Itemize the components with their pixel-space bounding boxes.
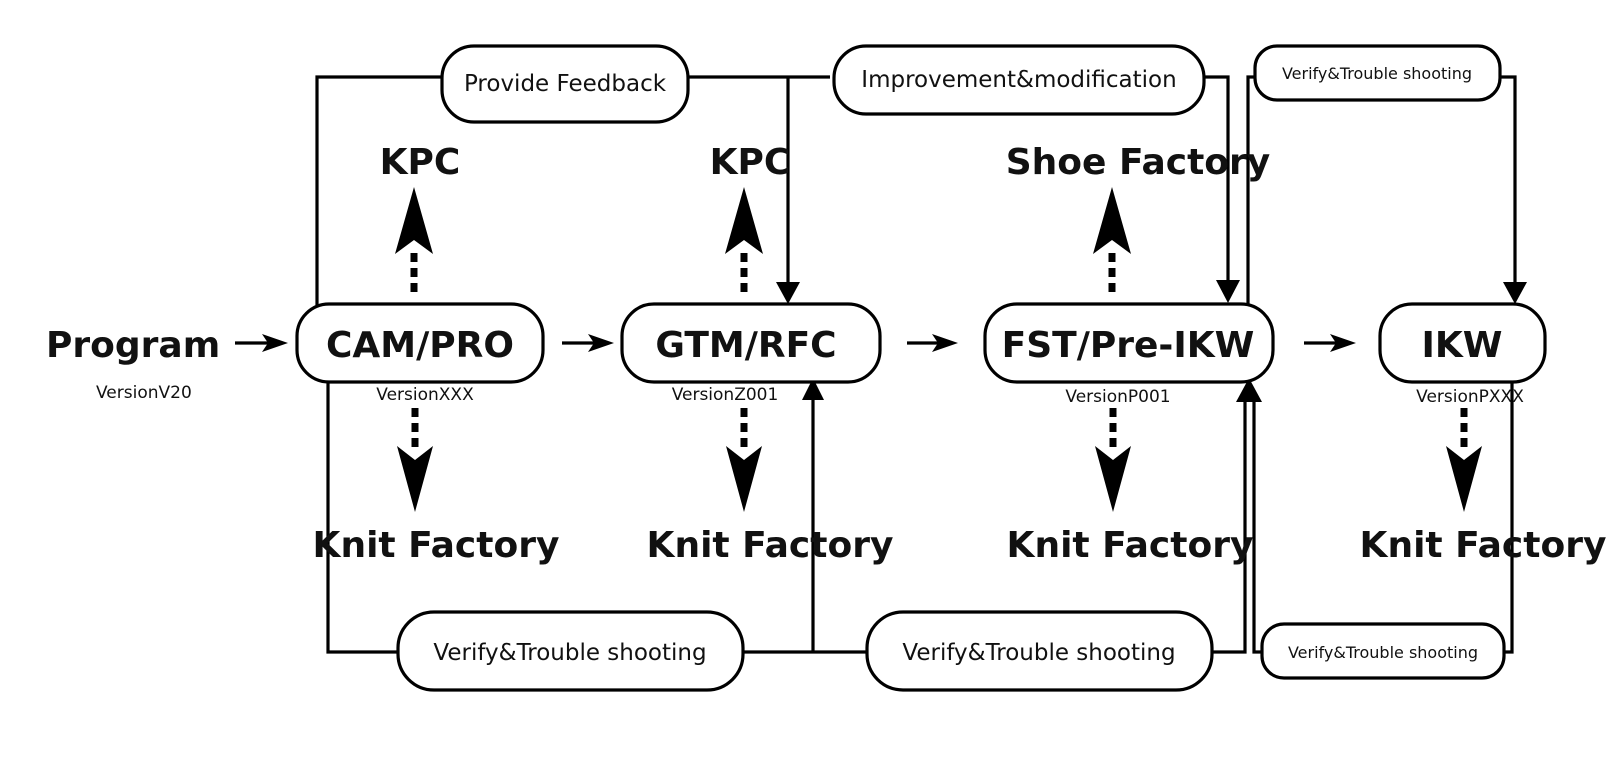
stage-node-ikw: IKW VersionPXXX bbox=[1378, 302, 1547, 407]
arrowhead-into-fst bbox=[1216, 280, 1240, 303]
stage-version: VersionPXXX bbox=[1416, 387, 1524, 407]
verify-top-to-ikw-line bbox=[1498, 75, 1517, 295]
cam-up-target: KPC bbox=[380, 142, 461, 183]
fst-to-ikw-arrowhead bbox=[1330, 334, 1356, 352]
ikw-down-arrowhead bbox=[1446, 446, 1482, 512]
gtm-down-arrowhead bbox=[726, 446, 762, 512]
cam-up-arrowhead bbox=[395, 187, 433, 254]
fst-down-target: Knit Factory bbox=[1007, 525, 1254, 566]
stage-label: CAM/PRO bbox=[326, 325, 514, 366]
arrowhead-into-ikw bbox=[1503, 282, 1527, 304]
cam-to-verify-bottom-line bbox=[326, 382, 400, 654]
fst-up-target: Shoe Factory bbox=[1006, 142, 1271, 183]
feedback-pill-improvement: Improvement&modification bbox=[832, 44, 1206, 116]
program-version: VersionV20 bbox=[96, 383, 192, 403]
verify-bottom-right-label: Verify&Trouble shooting bbox=[1288, 643, 1478, 662]
feedback-pill-verify-bottom-right: Verify&Trouble shooting bbox=[1260, 622, 1506, 680]
verify-top-right-label: Verify&Trouble shooting bbox=[1282, 64, 1472, 83]
stage-label: FST/Pre-IKW bbox=[1002, 325, 1255, 366]
provide-feedback-label: Provide Feedback bbox=[464, 71, 667, 97]
ikw-to-verify-bottom-right-line bbox=[1503, 382, 1514, 654]
feedback-pill-provide: Provide Feedback bbox=[440, 44, 690, 124]
ikw-down-target: Knit Factory bbox=[1360, 525, 1607, 566]
feedback-pill-verify-top-right: Verify&Trouble shooting bbox=[1253, 44, 1502, 102]
improvement-label: Improvement&modification bbox=[861, 67, 1176, 93]
stage-version: VersionP001 bbox=[1065, 387, 1170, 407]
gtm-up-target: KPC bbox=[710, 142, 791, 183]
feedback-loop-line bbox=[315, 75, 442, 305]
cam-down-target: Knit Factory bbox=[313, 525, 560, 566]
fst-up-arrowhead bbox=[1093, 187, 1131, 254]
arrowhead-into-gtm bbox=[776, 282, 800, 304]
stage-version: VersionZ001 bbox=[672, 385, 779, 405]
stage-node-cam: CAM/PRO VersionXXX bbox=[295, 302, 545, 405]
gtm-down-target: Knit Factory bbox=[647, 525, 894, 566]
stage-node-gtm: GTM/RFC VersionZ001 bbox=[620, 302, 882, 405]
program-label: Program bbox=[46, 325, 220, 366]
feedback-pill-verify-bottom-1: Verify&Trouble shooting bbox=[396, 610, 745, 692]
connectors bbox=[235, 75, 1527, 654]
fst-to-verify-top-line bbox=[1246, 75, 1256, 305]
fst-down-arrowhead bbox=[1095, 446, 1131, 512]
verify-bottom-1-label: Verify&Trouble shooting bbox=[433, 640, 706, 666]
cam-down-arrowhead bbox=[397, 446, 433, 512]
arrowhead-up-into-fst bbox=[1236, 378, 1262, 402]
stage-version: VersionXXX bbox=[376, 385, 474, 405]
program-arrowhead bbox=[262, 334, 288, 352]
verify-bottom-2-to-fst-line bbox=[1210, 392, 1247, 654]
gtm-to-fst-arrowhead bbox=[932, 334, 958, 352]
cam-to-gtm-arrowhead bbox=[588, 334, 614, 352]
feedback-pill-verify-bottom-2: Verify&Trouble shooting bbox=[865, 610, 1214, 692]
stage-label: GTM/RFC bbox=[655, 325, 836, 366]
arrowhead-up-into-gtm bbox=[802, 378, 824, 400]
gtm-up-arrowhead bbox=[725, 187, 763, 254]
improvement-drop-line bbox=[1200, 75, 1230, 293]
verify-bottom-right-to-fst-line bbox=[1252, 392, 1262, 654]
stage-label: IKW bbox=[1422, 325, 1503, 366]
verify-bottom-2-label: Verify&Trouble shooting bbox=[902, 640, 1175, 666]
stage-node-fst: FST/Pre-IKW VersionP001 bbox=[983, 302, 1275, 407]
